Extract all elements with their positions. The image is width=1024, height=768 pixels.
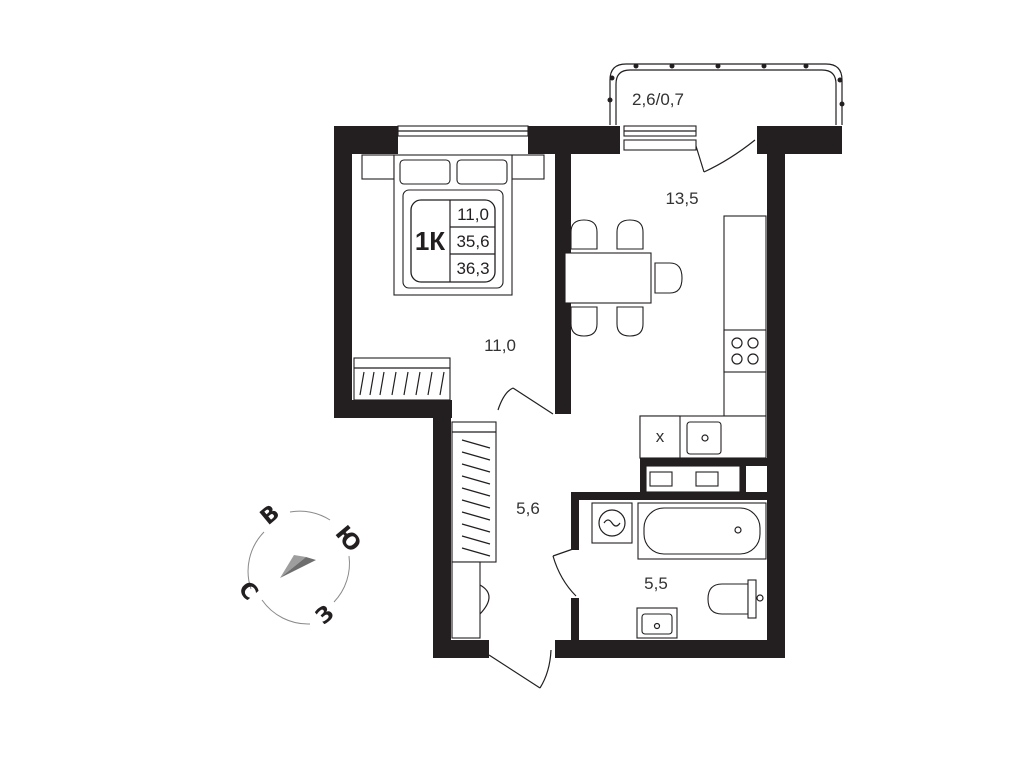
bathroom-area: 5,5	[644, 574, 668, 593]
walls	[334, 126, 842, 658]
hallway-wardrobe	[451, 421, 497, 563]
compass: В Ю З С	[233, 500, 366, 630]
toilet	[707, 579, 764, 619]
compass-east: В	[256, 500, 285, 530]
balcony	[607, 63, 845, 125]
balcony-area: 2,6/0,7	[632, 90, 684, 109]
bathtub	[637, 502, 767, 560]
kitchen-counter: x	[639, 215, 767, 459]
total-area-value: 35,6	[456, 232, 489, 251]
shaft	[645, 465, 741, 493]
washer-mark: x	[656, 427, 665, 446]
compass-north: С	[233, 577, 263, 605]
compass-south: Ю	[330, 521, 366, 557]
bathroom-sink	[636, 607, 678, 639]
living-area-value: 11,0	[457, 205, 489, 224]
bedroom-area: 11,0	[484, 336, 516, 355]
wardrobe	[353, 357, 451, 401]
kitchen-area: 13,5	[665, 189, 698, 208]
doors	[488, 139, 756, 689]
washing-machine	[591, 502, 633, 544]
compass-arrow-icon	[280, 555, 316, 578]
total-with-balcony-value: 36,3	[456, 259, 489, 278]
windows	[397, 125, 697, 151]
dining-set	[564, 219, 683, 337]
hallway-area: 5,6	[516, 499, 540, 518]
hallway-bench	[451, 561, 490, 639]
apartment-badge: 1К 11,0 35,6 36,3	[410, 199, 496, 283]
apartment-type: 1К	[415, 226, 445, 256]
compass-west: З	[311, 601, 339, 630]
